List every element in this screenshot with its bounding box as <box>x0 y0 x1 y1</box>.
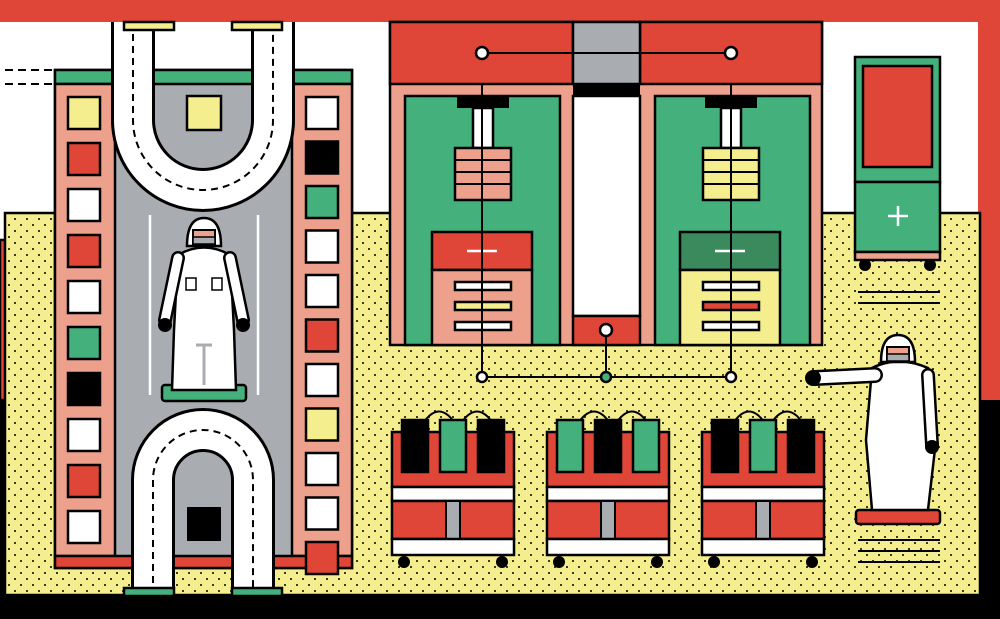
bottle <box>786 418 816 474</box>
person-in-bunny-suit <box>158 216 250 403</box>
wheel <box>398 556 410 568</box>
bottle <box>438 418 468 474</box>
top-u-tube <box>111 20 295 212</box>
first-aid-cabinet <box>853 55 942 304</box>
indicator-square <box>304 184 340 220</box>
indicator-light <box>474 45 490 61</box>
plus-icon <box>888 206 908 226</box>
indicator-square <box>304 273 340 309</box>
indicator-light <box>723 45 739 61</box>
indicator-square <box>304 407 340 442</box>
bottle <box>710 418 740 474</box>
bottle <box>400 418 430 474</box>
cart-group <box>390 410 826 568</box>
bottle <box>593 418 623 474</box>
indicator-square <box>66 509 102 545</box>
left-indicator-column <box>66 95 102 545</box>
indicator-square <box>304 229 340 264</box>
indicator-square <box>66 417 102 453</box>
indicator-square <box>66 371 102 407</box>
indicator-square <box>304 362 340 398</box>
wheel <box>553 556 565 568</box>
right-indicator-column <box>304 95 340 576</box>
wheel <box>496 556 508 568</box>
bottle <box>476 418 506 474</box>
bottle <box>748 418 778 474</box>
indicator-square <box>304 540 340 576</box>
bottle <box>631 418 661 474</box>
indicator-square <box>66 233 102 269</box>
indicator-square <box>304 318 340 353</box>
bottom-u-tube <box>122 408 284 598</box>
indicator-square <box>66 463 102 499</box>
indicator-square <box>66 141 102 177</box>
lab-cart <box>700 410 826 568</box>
indicator-square <box>66 187 102 223</box>
window-square <box>185 94 223 132</box>
bottle <box>555 418 585 474</box>
indicator-square <box>66 325 102 361</box>
process-cabinets <box>388 20 824 384</box>
wheel <box>651 556 663 568</box>
indicator-square <box>304 451 340 487</box>
lab-cart <box>545 410 671 568</box>
wheel <box>806 556 818 568</box>
indicator-square <box>66 95 102 131</box>
lab-cart <box>390 410 516 568</box>
indicator-square <box>304 95 340 131</box>
indicator-square <box>304 496 340 531</box>
indicator-square <box>66 279 102 315</box>
airlock-chamber <box>53 20 354 598</box>
indicator-square <box>304 140 340 175</box>
drain-square <box>187 507 221 541</box>
wheel <box>708 556 720 568</box>
pointing-person <box>805 333 942 563</box>
